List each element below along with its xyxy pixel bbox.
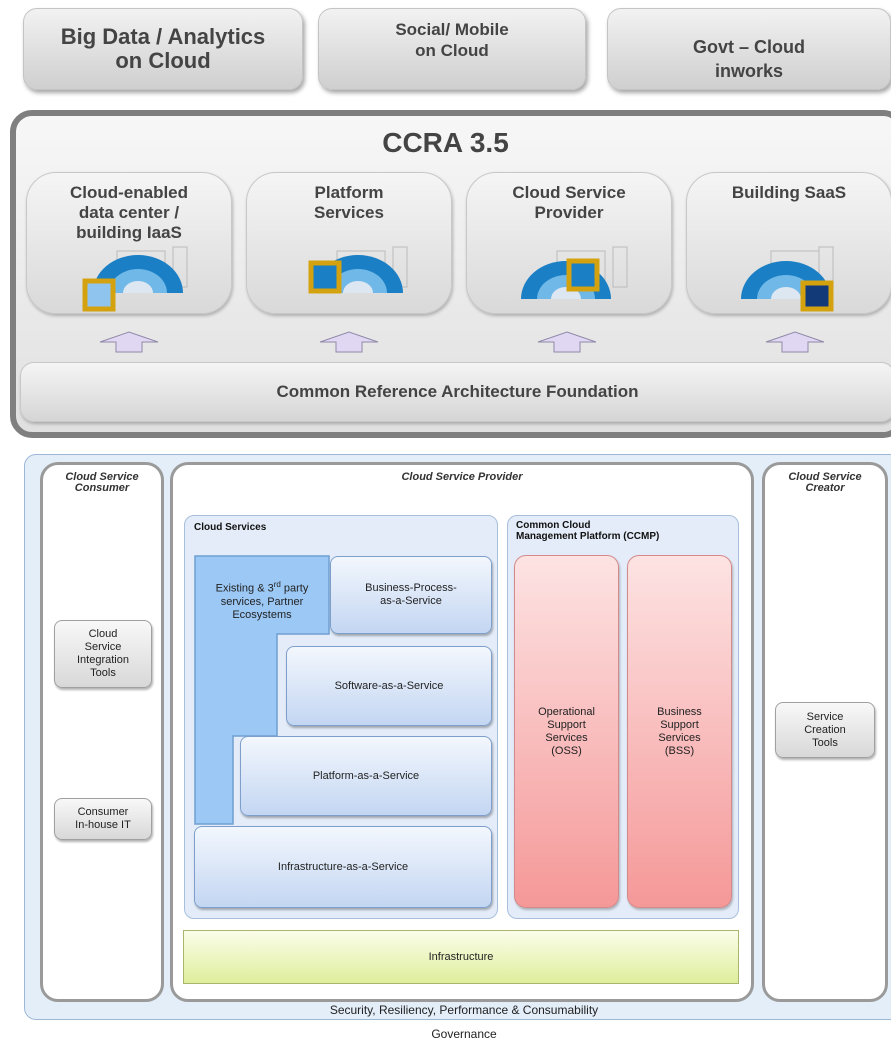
tile-big-data-analytics: Big Data / Analytics on Cloud	[23, 8, 303, 90]
existing-services-label: Existing & 3rd party services, Partner E…	[215, 580, 309, 621]
bss-box: Business Support Services (BSS)	[627, 555, 732, 908]
saas-box: Software-as-a-Service	[286, 646, 492, 726]
cloud-services-title: Cloud Services	[194, 522, 267, 533]
up-arrow-icon	[319, 331, 379, 353]
tile-govt-cloud: Govt – Cloud inworks	[607, 8, 891, 90]
architecture-thumbnail-icon	[741, 246, 834, 312]
up-arrow-icon	[99, 331, 159, 353]
creator-title: Cloud Service Creator	[788, 471, 862, 494]
foundation-label: Common Reference Architecture Foundation	[276, 382, 639, 401]
adoption-pattern-label: Platform Services	[314, 183, 384, 222]
adoption-pattern-iaas: Cloud-enabled data center / building Iaa…	[26, 172, 232, 314]
adoption-pattern-label: Cloud-enabled data center / building Iaa…	[69, 183, 189, 242]
foundation-bar: Common Reference Architecture Foundation	[20, 362, 891, 422]
adoption-pattern-csp: Cloud Service Provider	[466, 172, 672, 314]
creation-tools-box: Service Creation Tools	[775, 702, 875, 758]
governance-line: Governance	[431, 1027, 497, 1041]
provider-title: Cloud Service Provider	[401, 471, 523, 483]
up-arrow-icon	[537, 331, 597, 353]
ccra-title: CCRA 3.5	[382, 127, 509, 158]
infrastructure-bar: Infrastructure	[183, 930, 739, 984]
adoption-pattern-label: Cloud Service Provider	[512, 183, 626, 222]
integration-tools-box: Cloud Service Integration Tools	[54, 620, 152, 688]
consumer-column	[40, 462, 164, 1002]
oss-box: Operational Support Services (OSS)	[514, 555, 619, 908]
up-arrow-icon	[765, 331, 825, 353]
adoption-pattern-saas: Building SaaS	[686, 172, 891, 314]
paas-box: Platform-as-a-Service	[240, 736, 492, 816]
ccmp-title: Common Cloud Management Platform (CCMP)	[516, 520, 660, 542]
adoption-pattern-label: Building SaaS	[731, 183, 847, 202]
adoption-pattern-platform: Platform Services	[246, 172, 452, 314]
tile-social-mobile: Social/ Mobile on Cloud	[318, 8, 586, 90]
consumer-title: Cloud Service Consumer	[65, 471, 139, 494]
architecture-thumbnail-icon	[82, 246, 188, 312]
security-line: Security, Resiliency, Performance & Cons…	[329, 1003, 599, 1017]
architecture-thumbnail-icon	[308, 246, 408, 294]
iaas-box: Infrastructure-as-a-Service	[194, 826, 492, 908]
in-house-it-box: Consumer In-house IT	[54, 798, 152, 840]
architecture-thumbnail-icon	[521, 246, 628, 299]
bpaas-box: Business-Process- as-a-Service	[330, 556, 492, 634]
